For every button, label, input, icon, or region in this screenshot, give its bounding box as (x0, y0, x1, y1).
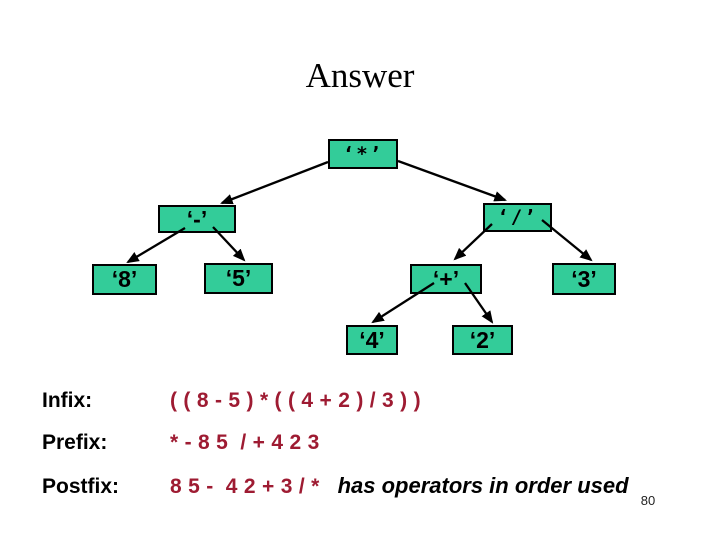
notation-row-postfix: Postfix: 8 5 - 4 2 + 3 / * has operators… (42, 473, 629, 499)
notation-row-infix: Infix: ( ( 8 - 5 ) * ( ( 4 + 2 ) / 3 ) ) (42, 389, 439, 413)
prefix-label: Prefix: (42, 431, 108, 454)
tree-node-divide: ‘/’ (483, 203, 552, 232)
tree-node-minus: ‘-’ (158, 205, 236, 233)
infix-label: Infix: (42, 389, 93, 412)
slide-title: Answer (305, 56, 415, 95)
infix-value: ( ( 8 - 5 ) * ( ( 4 + 2 ) / 3 ) ) (170, 389, 421, 412)
tree-node-multiply: ‘*’ (328, 139, 398, 169)
tree-node-five: ‘5’ (204, 263, 273, 294)
tree-node-eight: ‘8’ (92, 264, 157, 295)
postfix-label: Postfix: (42, 475, 120, 498)
postfix-note: has operators in order used (337, 473, 629, 498)
tree-node-four: ‘4’ (346, 325, 398, 355)
tree-node-two: ‘2’ (452, 325, 513, 355)
prefix-value: * - 8 5 / + 4 2 3 (170, 431, 320, 454)
notation-row-prefix: Prefix: * - 8 5 / + 4 2 3 (42, 431, 338, 455)
tree-node-plus: ‘+’ (410, 264, 482, 294)
tree-node-three: ‘3’ (552, 263, 616, 295)
postfix-value: 8 5 - 4 2 + 3 / * (170, 475, 320, 498)
page-number: 80 (640, 493, 656, 508)
